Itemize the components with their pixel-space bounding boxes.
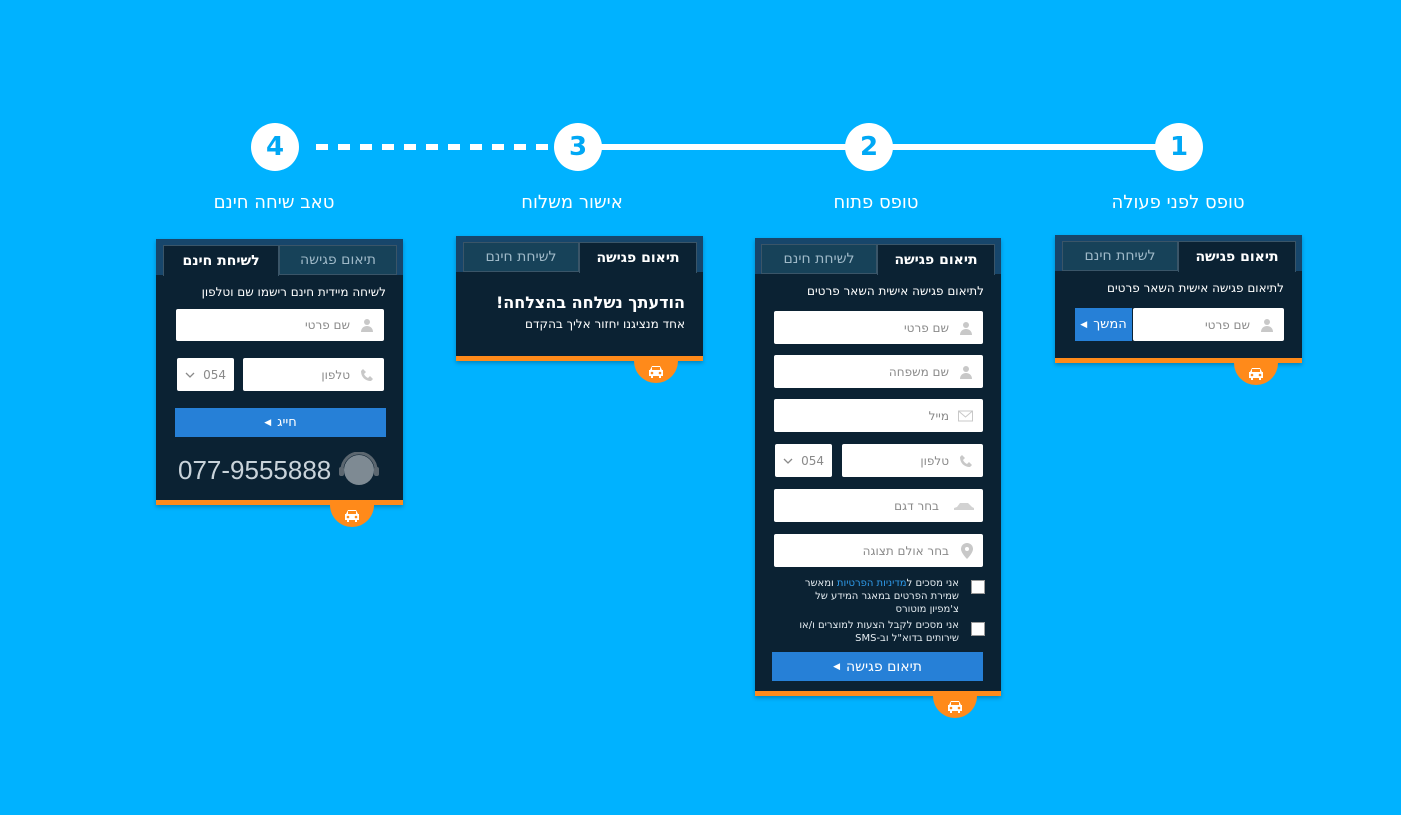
tab-meeting[interactable]: תיאום פגישה: [877, 244, 995, 275]
last-name-field[interactable]: שם משפחה: [774, 355, 983, 388]
hotline-number[interactable]: 077-9555888: [178, 455, 332, 485]
orange-bar: [456, 356, 703, 361]
showroom-placeholder: בחר אולם תצוגה: [862, 543, 949, 558]
continue-label: המשך: [1093, 317, 1127, 332]
phone-field[interactable]: טלפון: [243, 358, 384, 391]
step-1-circle: 1: [1155, 123, 1203, 171]
car-badge[interactable]: [1234, 363, 1278, 385]
model-select[interactable]: בחר דגם: [774, 489, 983, 522]
phone-placeholder: טלפון: [920, 453, 949, 468]
privacy-consent: אני מסכים למדיניות הפרטיות ומאשר שמירת ה…: [789, 577, 985, 616]
orange-bar: [156, 500, 403, 505]
arrow-left-icon: ◀: [833, 661, 840, 672]
email-placeholder: מייל: [928, 408, 949, 423]
tab-free-call[interactable]: לשיחת חינם: [163, 245, 279, 276]
step-2-title: טופס פתוח: [833, 192, 919, 213]
success-subtitle: אחד מנציגנו יחזור אליך בהקדם: [525, 317, 685, 331]
submit-meeting-button[interactable]: תיאום פגישה ◀: [772, 652, 983, 681]
step-4-title: טאב שיחה חינם: [213, 192, 335, 213]
user-icon: [360, 318, 374, 332]
phone-placeholder: טלפון: [321, 367, 350, 382]
orange-bar: [1055, 358, 1302, 363]
user-icon: [959, 365, 973, 379]
continue-button[interactable]: המשך ◀: [1075, 308, 1132, 341]
car-badge[interactable]: [634, 361, 678, 383]
step-4-circle: 4: [251, 123, 299, 171]
offers-text: אני מסכים לקבל הצעות למוצרים ו/או שירותי…: [799, 620, 959, 644]
email-field[interactable]: מייל: [774, 399, 983, 432]
car-icon: [345, 510, 359, 522]
chevron-down-icon: [783, 458, 793, 464]
user-icon: [1260, 318, 1274, 332]
arrow-left-icon: ◀: [264, 417, 272, 428]
first-name-placeholder: שם פרטי: [304, 318, 350, 332]
tab-free-call[interactable]: לשיחת חינם: [1062, 241, 1178, 271]
headset-icon: [338, 451, 380, 492]
model-placeholder: בחר דגם: [894, 498, 939, 513]
first-name-field[interactable]: שם פרטי: [176, 309, 384, 341]
last-name-placeholder: שם משפחה: [888, 364, 949, 379]
phone-icon: [360, 368, 374, 382]
offers-consent: אני מסכים לקבל הצעות למוצרים ו/או שירותי…: [799, 619, 985, 645]
tab-meeting[interactable]: תיאום פגישה: [579, 242, 697, 273]
first-name-placeholder: שם פרטי: [1204, 317, 1250, 332]
phone-field[interactable]: טלפון: [842, 444, 983, 477]
car-icon: [948, 701, 962, 713]
submit-label: תיאום פגישה: [845, 658, 922, 675]
form-prompt: לשיחה מיידית חינם רישמו שם וטלפון: [201, 285, 386, 299]
first-name-field[interactable]: שם פרטי: [1133, 308, 1284, 341]
user-icon: [959, 321, 973, 335]
widget-collapsed-form: תיאום פגישה לשיחת חינם לתיאום פגישה אישי…: [1055, 235, 1302, 363]
privacy-policy-link[interactable]: מדיניות הפרטיות: [836, 578, 907, 589]
form-prompt: לתיאום פגישה אישית השאר פרטים: [807, 284, 984, 298]
car-outline-icon: [953, 501, 975, 511]
first-name-field[interactable]: שם פרטי: [774, 311, 983, 344]
area-code-select[interactable]: 054: [775, 444, 832, 477]
orange-bar: [755, 691, 1001, 696]
widget-open-form: תיאום פגישה לשיחת חינם לתיאום פגישה אישי…: [755, 238, 1001, 696]
car-icon: [1249, 368, 1263, 380]
location-pin-icon: [961, 542, 973, 559]
area-code-value: 054: [203, 367, 226, 382]
widget-success: תיאום פגישה לשיחת חינם הודעתך נשלחה בהצל…: [456, 236, 703, 361]
dial-button[interactable]: חייג ◀: [175, 408, 386, 437]
car-icon: [649, 366, 663, 378]
first-name-placeholder: שם פרטי: [903, 320, 949, 335]
chevron-down-icon: [185, 372, 195, 378]
tab-free-call[interactable]: לשיחת חינם: [463, 242, 579, 272]
tab-meeting[interactable]: תיאום פגישה: [1178, 241, 1296, 272]
form-prompt: לתיאום פגישה אישית השאר פרטים: [1107, 281, 1284, 295]
dial-label: חייג: [277, 415, 297, 430]
car-badge[interactable]: [330, 505, 374, 527]
offers-checkbox[interactable]: [971, 622, 985, 636]
envelope-icon: [958, 410, 973, 421]
step-3-title: אישור משלוח: [521, 192, 623, 213]
tab-free-call[interactable]: לשיחת חינם: [761, 244, 877, 274]
privacy-text: אני מסכים ל: [906, 578, 959, 589]
showroom-select[interactable]: בחר אולם תצוגה: [774, 534, 983, 567]
phone-icon: [959, 454, 973, 468]
area-code-select[interactable]: 054: [177, 358, 234, 391]
widget-free-call: לשיחת חינם תיאום פגישה לשיחה מיידית חינם…: [156, 239, 403, 505]
tab-meeting[interactable]: תיאום פגישה: [279, 245, 397, 275]
success-title: הודעתך נשלחה בהצלחה!: [495, 293, 685, 312]
timeline-line-dashed: [316, 144, 566, 150]
privacy-text-after: ומאשר שמירת הפרטים במאגר המידע של צ'מפיו…: [804, 578, 959, 615]
area-code-value: 054: [801, 453, 824, 468]
step-1-title: טופס לפני פעולה: [1111, 192, 1245, 213]
step-3-circle: 3: [554, 123, 602, 171]
car-badge[interactable]: [933, 696, 977, 718]
step-2-circle: 2: [845, 123, 893, 171]
privacy-checkbox[interactable]: [971, 580, 985, 594]
arrow-left-icon: ◀: [1080, 319, 1088, 330]
